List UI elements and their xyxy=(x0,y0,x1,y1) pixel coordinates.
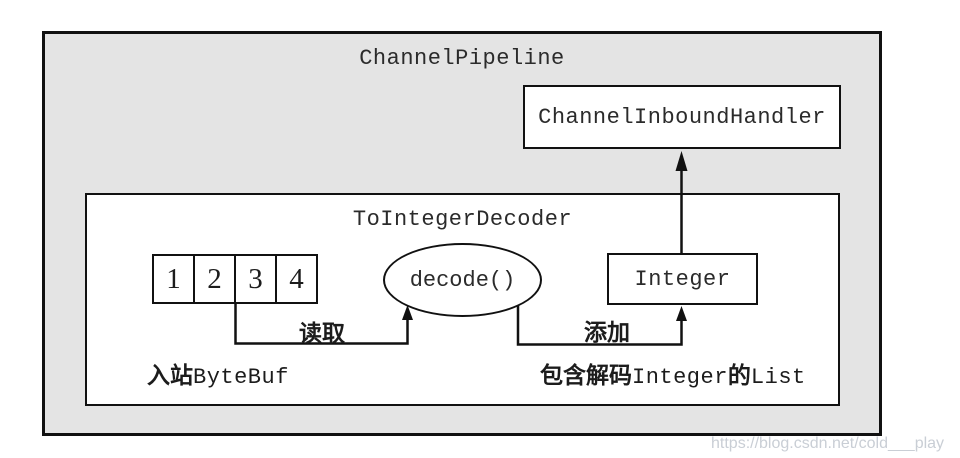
add-label: 添加 xyxy=(584,319,630,345)
integer-label: Integer xyxy=(634,266,731,292)
list-caption-code-1: Integer xyxy=(632,365,728,390)
read-label: 读取 xyxy=(299,320,345,346)
decode-method-label: decode() xyxy=(409,267,516,293)
channel-pipeline-title: ChannelPipeline xyxy=(359,46,565,71)
list-caption-cjk-1: 包含解码 xyxy=(540,362,632,388)
integer-box: Integer xyxy=(607,253,758,305)
decoded-integer-list-caption: 包含解码Integer的List xyxy=(540,356,806,390)
bytebuf-cell-1: 1 xyxy=(152,254,195,304)
inbound-bytebuf-caption: 入站ByteBuf xyxy=(147,356,289,390)
csdn-watermark: https://blog.csdn.net/cold___play xyxy=(711,435,945,452)
inbound-caption-cjk: 入站 xyxy=(147,362,193,388)
list-caption-cjk-2: 的 xyxy=(727,362,751,388)
to-integer-decoder-title: ToIntegerDecoder xyxy=(352,207,573,232)
list-caption-code-2: List xyxy=(750,365,806,390)
channel-inbound-handler-box: ChannelInboundHandler xyxy=(523,85,841,149)
decode-method-ellipse: decode() xyxy=(383,243,542,317)
bytebuf-cells: 1 2 3 4 xyxy=(152,254,318,304)
bytebuf-cell-2: 2 xyxy=(193,254,236,304)
channel-inbound-handler-label: ChannelInboundHandler xyxy=(538,104,826,130)
bytebuf-cell-4: 4 xyxy=(275,254,318,304)
bytebuf-cell-3: 3 xyxy=(234,254,277,304)
inbound-caption-code: ByteBuf xyxy=(193,365,289,390)
